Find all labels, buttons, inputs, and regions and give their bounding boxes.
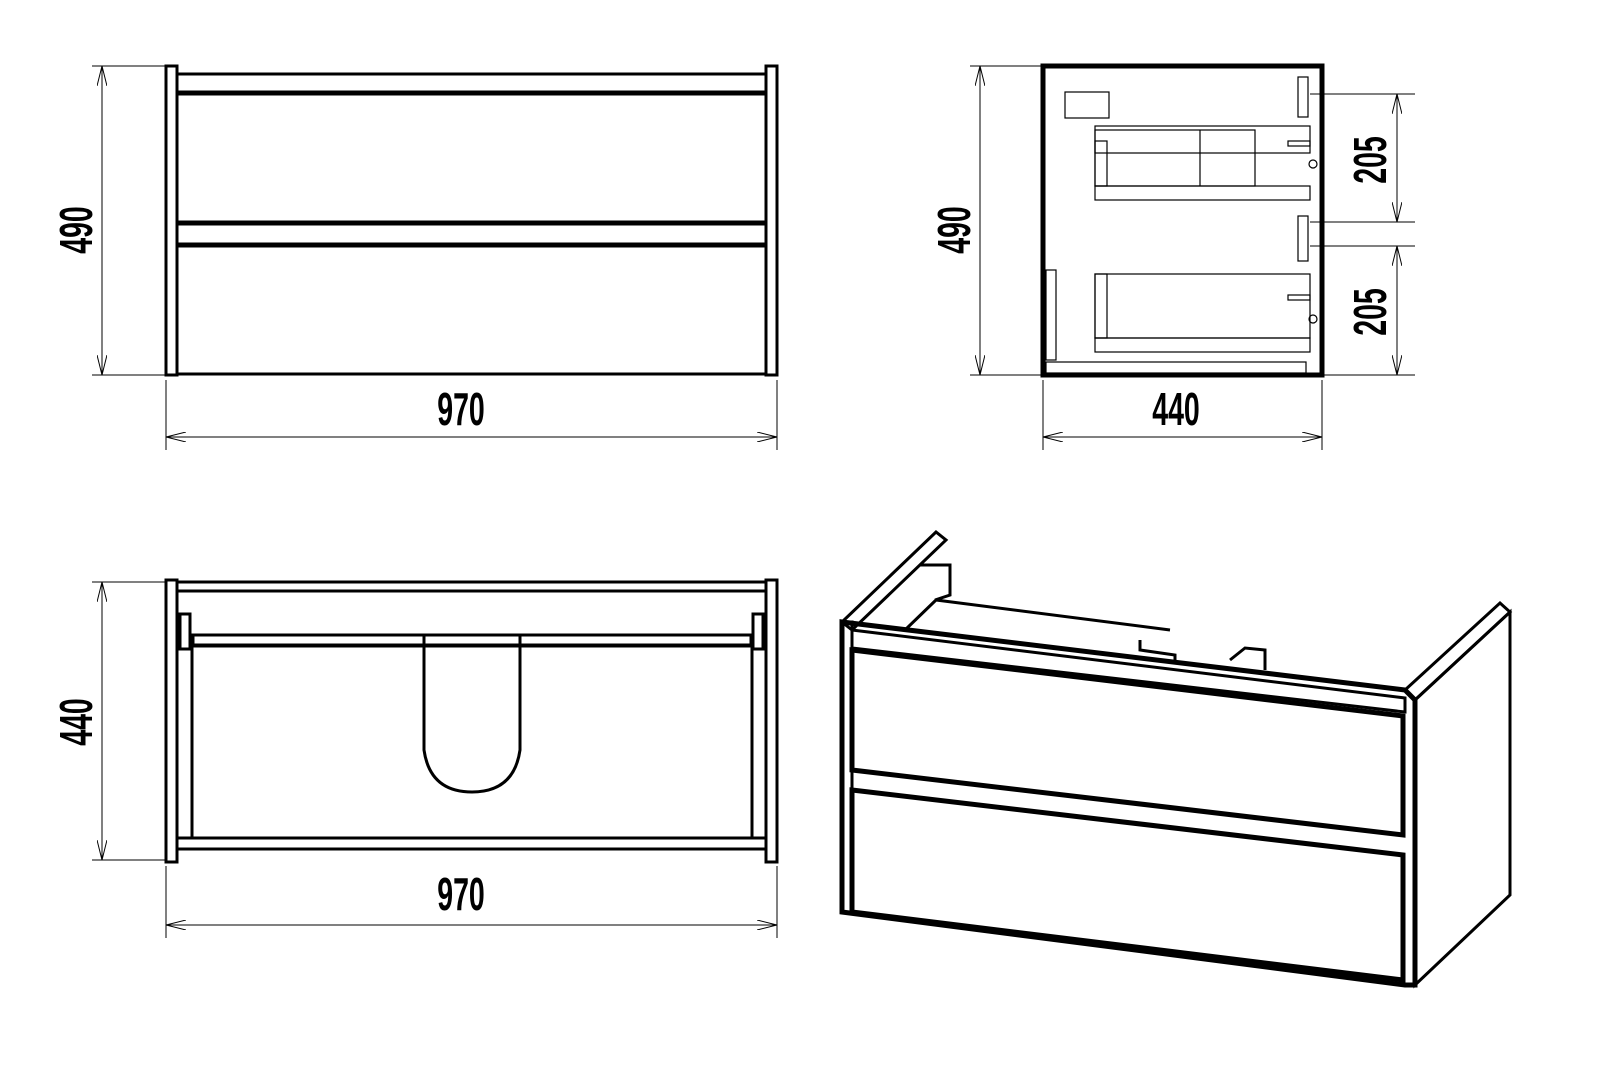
top-rail	[175, 72, 768, 94]
siphon-cutout	[422, 636, 522, 794]
bottom-drawer-front	[175, 244, 768, 376]
front-view: 490 970	[51, 64, 779, 450]
isometric-view	[839, 530, 1513, 989]
side-view: 490 440 205 205	[929, 63, 1415, 450]
top-drawer-front	[849, 647, 1406, 838]
front-frame	[839, 619, 1418, 988]
top-rail	[850, 628, 1407, 714]
top-depth-dimension: 440	[51, 581, 166, 861]
side-depth-label: 440	[1152, 384, 1200, 436]
front-height-label: 490	[51, 206, 103, 254]
top-depth-label: 440	[51, 698, 103, 746]
front-height-dimension: 490	[51, 65, 166, 376]
top-width-label: 970	[437, 869, 485, 921]
left-panel-top	[839, 530, 949, 632]
drawer2-height-label: 205	[1345, 288, 1397, 336]
bottom-drawer-front	[849, 787, 1406, 983]
top-view: 440 970	[51, 578, 779, 938]
drawer-height-dimensions: 205 205	[1310, 93, 1415, 376]
front-width-label: 970	[437, 384, 485, 436]
drawer1-height-label: 205	[1345, 136, 1397, 184]
right-panel-top	[1402, 600, 1513, 703]
left-side-panel	[164, 64, 179, 377]
right-side-panel	[764, 64, 779, 377]
top-width-dimension: 970	[165, 866, 778, 938]
side-height-dimension: 490	[929, 65, 1043, 376]
middle-rail	[175, 222, 768, 246]
side-depth-dimension: 440	[1042, 380, 1323, 450]
side-height-label: 490	[929, 206, 981, 254]
side-panel-outline	[1040, 63, 1325, 378]
top-drawer-front	[175, 92, 768, 224]
front-width-dimension: 970	[165, 380, 778, 450]
